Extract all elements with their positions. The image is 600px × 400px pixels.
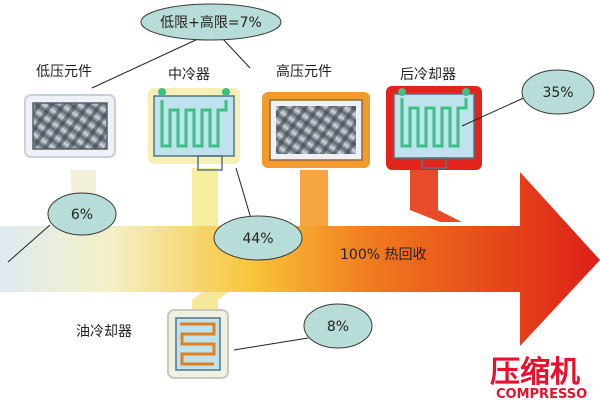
label-oil-cooler: 油冷却器	[76, 324, 132, 340]
label-low-pressure: 低压元件	[36, 64, 92, 80]
percent-low-side: 6%	[71, 207, 93, 223]
high-pressure-element	[262, 92, 370, 168]
leader-low-side	[7, 224, 51, 263]
title-bubble: 低限+高限=7%	[140, 3, 282, 41]
percent-intercooler: 44%	[242, 231, 273, 247]
watermark-logo-cn: 压缩机	[490, 355, 580, 390]
title-bubble-text: 低限+高限=7%	[160, 14, 262, 31]
watermark-logo-en: COMPRESSO	[496, 387, 587, 400]
aftercooler	[386, 86, 482, 170]
oil-cooler	[167, 309, 229, 379]
leader-title	[91, 37, 201, 89]
low-pressure-element	[24, 94, 116, 158]
intercooler	[148, 88, 240, 171]
bubble-intercooler: 44%	[213, 215, 303, 261]
heat-recovery-arrow	[0, 172, 600, 346]
bubble-aftercooler: 35%	[521, 69, 595, 115]
label-intercooler: 中冷器	[168, 67, 210, 83]
percent-oil-cooler: 8%	[327, 319, 349, 335]
leader-intercooler	[235, 167, 253, 223]
branch-aftercooler	[410, 170, 462, 222]
percent-aftercooler: 35%	[542, 85, 573, 101]
label-high-pressure: 高压元件	[276, 63, 332, 80]
leader-oil-cooler	[233, 337, 309, 351]
bubble-low-side: 6%	[47, 192, 117, 236]
leader-aftercooler	[461, 95, 529, 127]
leader-title-right	[221, 37, 251, 69]
arrow-label: 100% 热回收	[340, 247, 426, 263]
bubble-oil-cooler: 8%	[303, 303, 373, 349]
branch-oil-cooler	[192, 286, 236, 312]
label-aftercooler: 后冷却器	[400, 67, 456, 83]
